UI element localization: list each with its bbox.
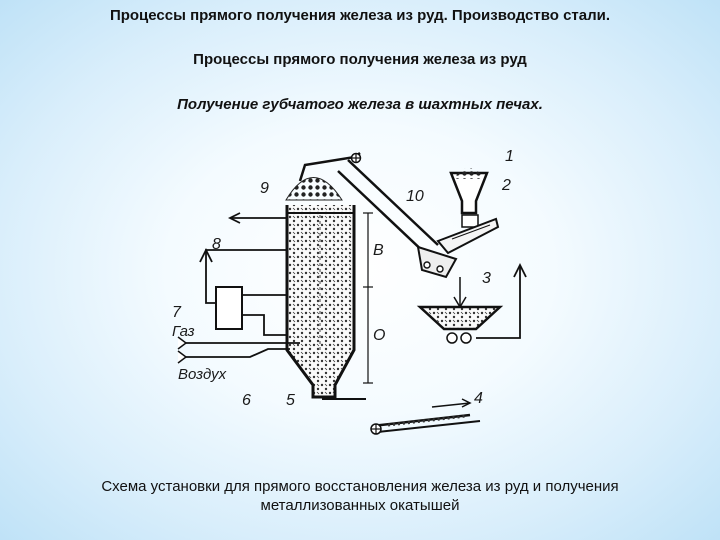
furnace-diagram: 1 2 3 4 5 6 7 8 9 10 Газ Воздух В О bbox=[172, 148, 527, 435]
air-label: Воздух bbox=[178, 366, 227, 383]
label-9: 9 bbox=[260, 180, 269, 197]
gas-heater bbox=[215, 286, 287, 336]
zone-lower-label: О bbox=[373, 327, 385, 344]
charge-cone bbox=[285, 177, 343, 201]
label-3: 3 bbox=[482, 270, 491, 287]
label-5: 5 bbox=[286, 392, 295, 409]
section-heading: Получение губчатого железа в шахтных печ… bbox=[177, 96, 543, 113]
gas-inlet bbox=[177, 336, 300, 350]
label-8: 8 bbox=[212, 236, 221, 253]
feed-hopper bbox=[449, 168, 489, 228]
skip-hoist bbox=[298, 152, 439, 257]
figure-caption: Схема установки для прямого восстановлен… bbox=[101, 478, 619, 514]
slide-subtitle: Процессы прямого получения железа из руд bbox=[193, 51, 527, 68]
off-gas-line bbox=[227, 212, 287, 224]
return-line bbox=[476, 262, 527, 339]
zone-upper-label: В bbox=[373, 242, 384, 259]
feed-chute bbox=[436, 217, 500, 255]
discharge-conveyor bbox=[322, 398, 481, 435]
label-10: 10 bbox=[406, 188, 424, 205]
slide-title: Процессы прямого получения железа из руд… bbox=[109, 7, 611, 24]
gas-recycle-loop bbox=[199, 247, 287, 304]
shaft-furnace bbox=[285, 205, 356, 399]
gas-label: Газ bbox=[172, 323, 195, 340]
label-6: 6 bbox=[242, 392, 251, 409]
label-7: 7 bbox=[172, 304, 182, 321]
label-4: 4 bbox=[474, 390, 483, 407]
label-1: 1 bbox=[505, 148, 514, 165]
product-bin bbox=[416, 277, 504, 344]
air-inlet bbox=[177, 348, 290, 364]
skip-car bbox=[416, 245, 458, 279]
label-2: 2 bbox=[501, 177, 511, 194]
dimension-lines bbox=[363, 212, 373, 384]
